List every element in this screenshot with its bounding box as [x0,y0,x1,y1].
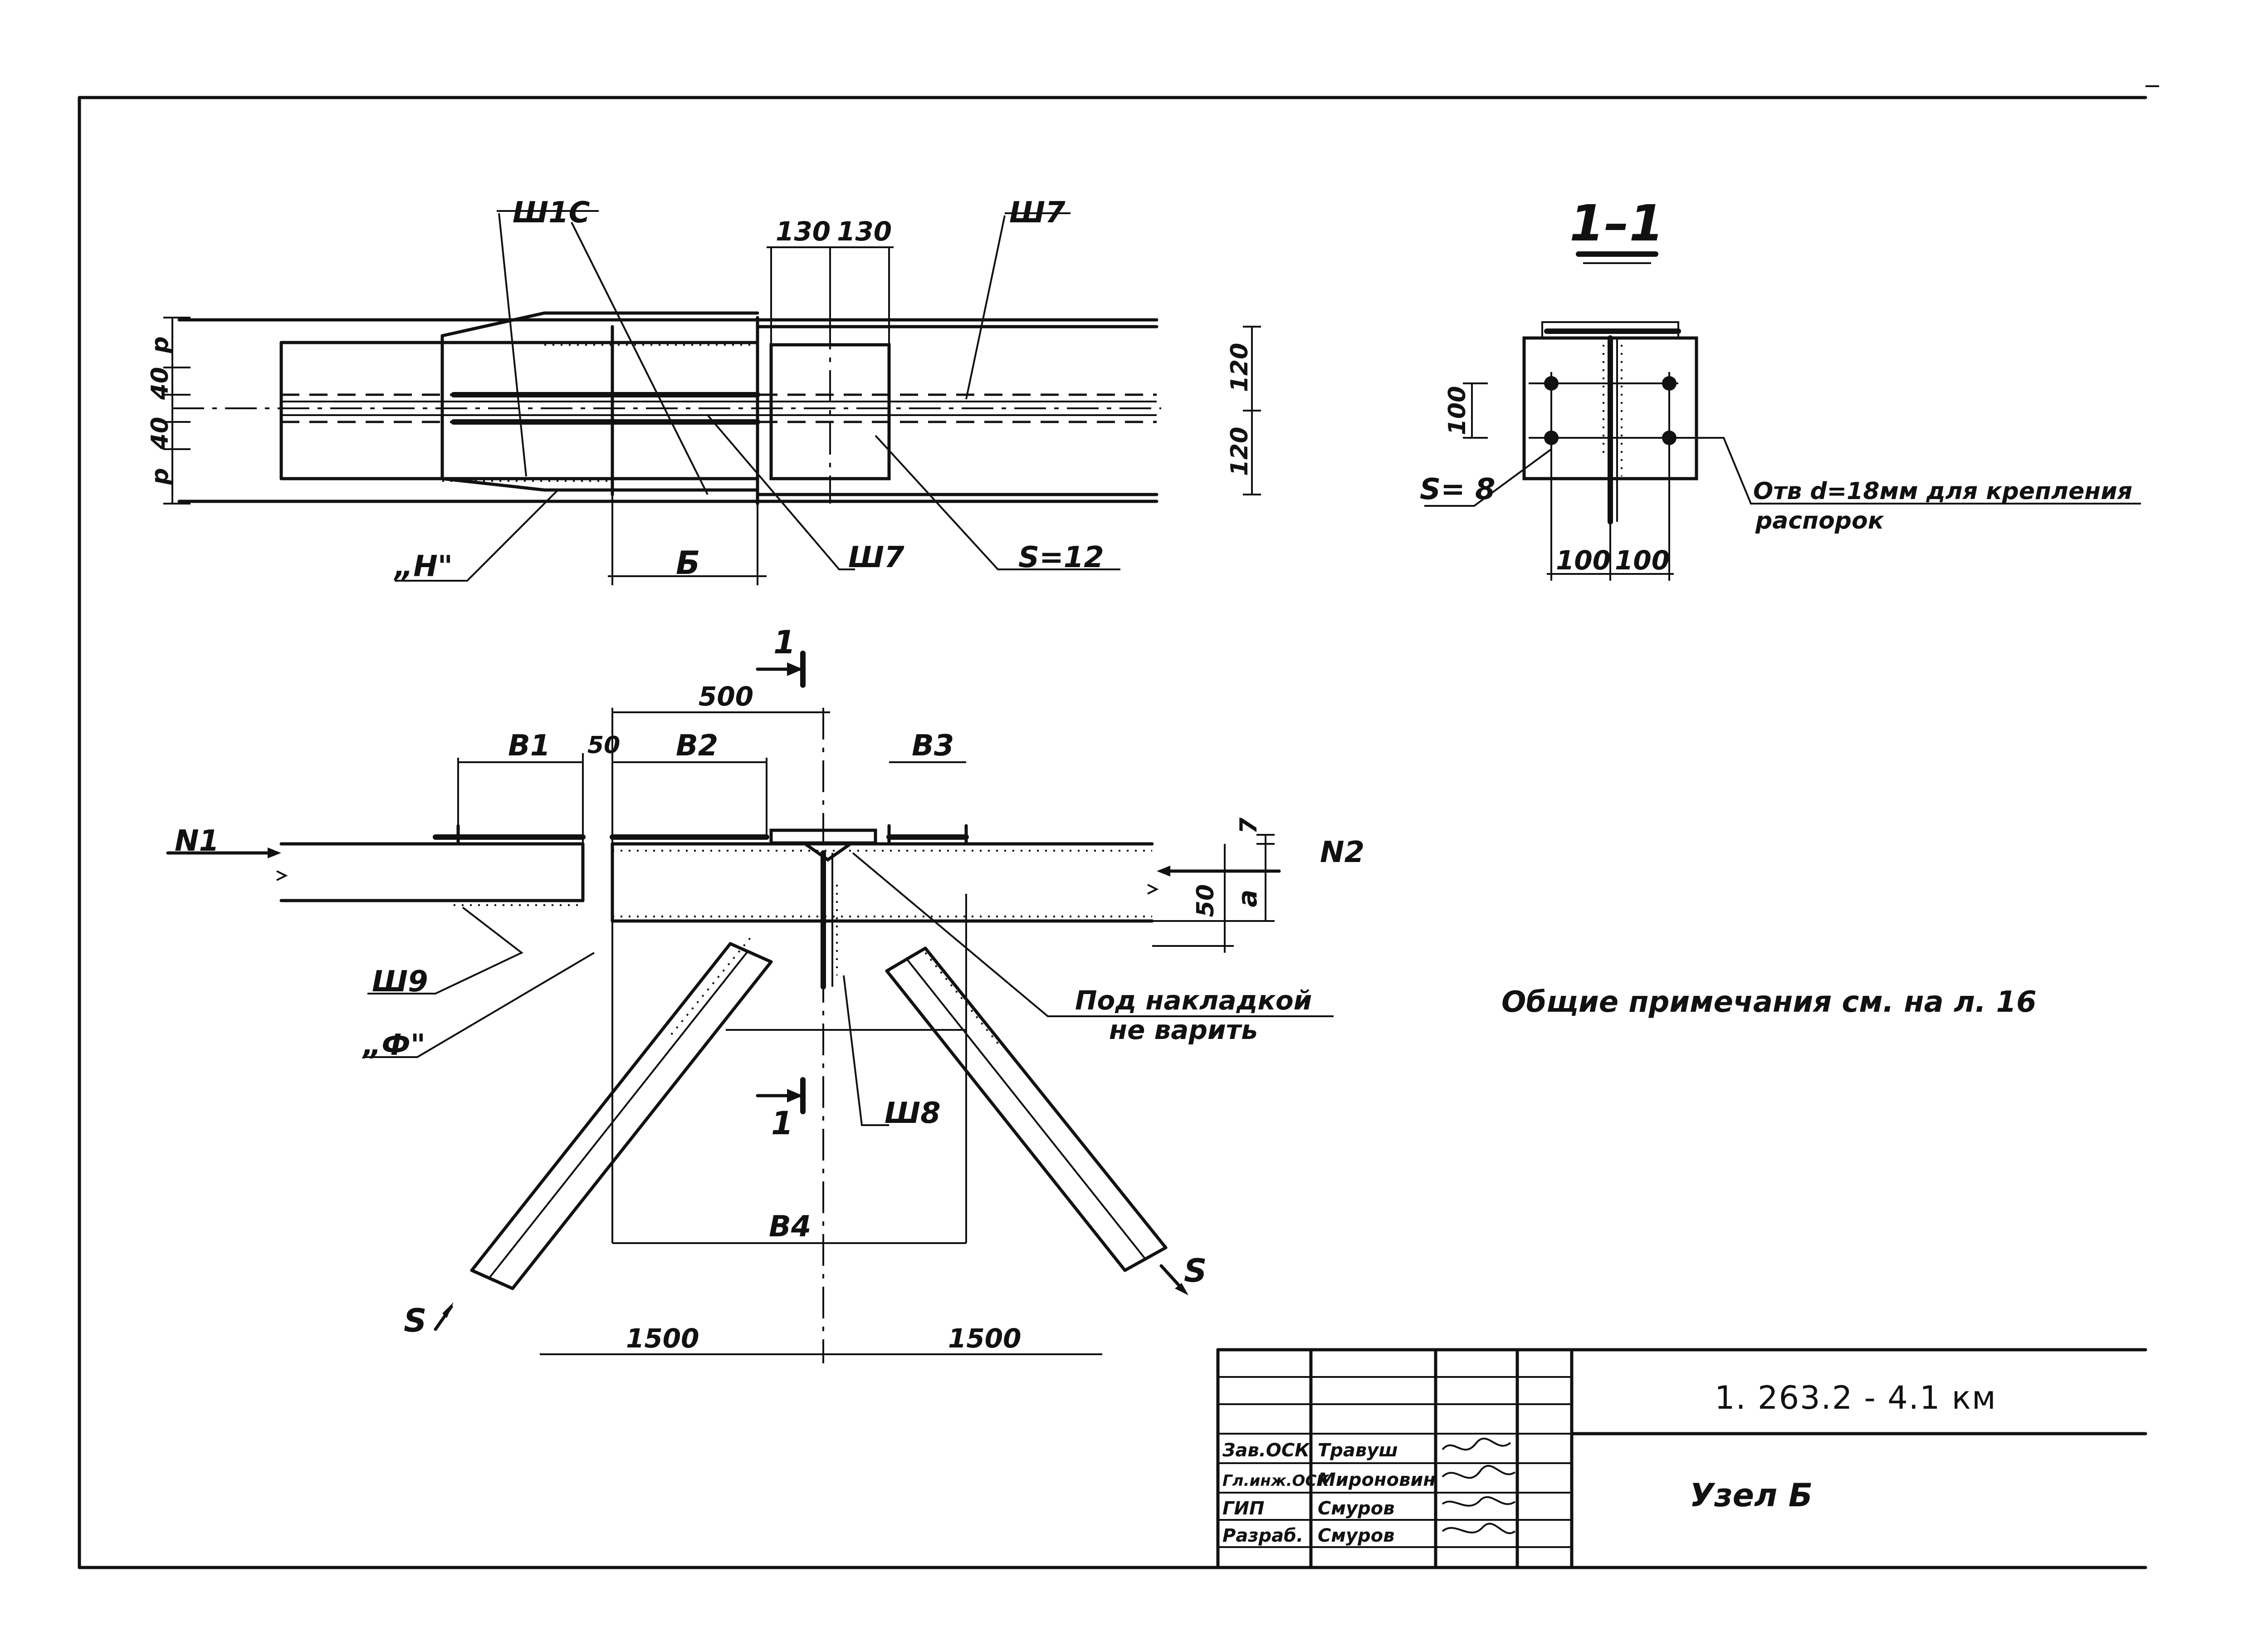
force-s-left-label: S [404,1302,426,1339]
elev-dim-1500-right: 1500 [948,1323,1021,1354]
elev-dim-b3: В3 [912,729,954,763]
force-n2-label: N2 [1320,836,1364,869]
plan-dim-b-label: Б [676,544,700,582]
title-block-role-2: Гл.инж.ОСК [1222,1472,1330,1490]
plan-dim-130-right: 130 [837,216,892,247]
section-hole-note-line1: Отв d=18мм для крепления [1753,478,2132,505]
elev-dim-b4: В4 [769,1210,811,1244]
section-dim-100-right: 100 [1615,545,1670,576]
plan-dim-p-top: p [147,336,174,353]
title-block-name-2: Мироновин [1318,1470,1436,1490]
section-plate-s8-label: S= 8 [1420,473,1496,506]
force-n1-label: N1 [175,824,219,858]
section-hole-note-line2: распорок [1755,507,1885,534]
elev-dim-7: 7 [1235,817,1262,834]
elev-mark-f-label: „Ф" [362,1029,425,1062]
plan-dim-40-top: 40 [147,367,174,400]
plan-dim-120-bottom: 120 [1226,427,1253,476]
section-cut-mark-bottom: 1 [771,1105,793,1142]
title-block-name-3: Смуров [1318,1498,1395,1519]
section-dim-100-vertical: 100 [1444,386,1471,436]
sheet-frame [78,85,2159,1569]
plan-dim-130-left: 130 [776,216,831,247]
elev-note-line1: Под накладкой [1075,985,1312,1016]
title-block-name-1: Травуш [1318,1440,1398,1461]
elev-weld-w8-label: Ш8 [885,1097,941,1130]
elev-note-line2: не варить [1109,1014,1258,1045]
section-1-1 [1424,251,2141,581]
elev-dim-b2: В2 [676,729,718,763]
title-block-role-4: Разраб. [1222,1525,1303,1546]
section-1-1-title: 1–1 [1569,194,1664,252]
plan-mark-h-label: „Н" [393,550,453,583]
title-block-name-4: Смуров [1318,1525,1395,1546]
title-block-role-3: ГИП [1222,1498,1264,1519]
elev-dim-1500-left: 1500 [626,1323,699,1354]
title-block [1216,1348,2147,1569]
plan-plate-s12-label: S=12 [1018,541,1104,574]
section-dim-100-left: 100 [1556,545,1611,576]
elev-dim-a: a [1232,889,1263,907]
elev-dim-b1: В1 [508,729,550,763]
elev-dim-500: 500 [699,681,753,712]
elev-dim-50-side: 50 [1192,884,1219,917]
plan-weld-w7-bottom-label: Ш7 [848,541,904,574]
plan-dim-120-top: 120 [1226,343,1253,392]
plan-weld-w10-label: Ш1С [513,196,590,230]
elev-dim-50-top: 50 [587,732,620,759]
force-s-right-label: S [1184,1252,1207,1289]
elevation-view [166,651,1334,1363]
elev-weld-w9-label: Ш9 [372,965,428,999]
document-code: 1. 263.2 - 4.1 км [1715,1379,1997,1416]
section-cut-mark-top: 1 [773,624,796,661]
drawing-title: Узел Б [1690,1477,1813,1514]
general-note: Общие примечания см. на л. 16 [1501,985,2037,1019]
plan-dim-p-bottom: p [147,468,174,485]
title-block-role-1: Зав.ОСК [1222,1440,1310,1461]
plan-weld-w7-top-label: Ш7 [1009,196,1066,230]
plan-dim-40-bottom: 40 [147,417,174,450]
plan-view [163,210,1261,585]
